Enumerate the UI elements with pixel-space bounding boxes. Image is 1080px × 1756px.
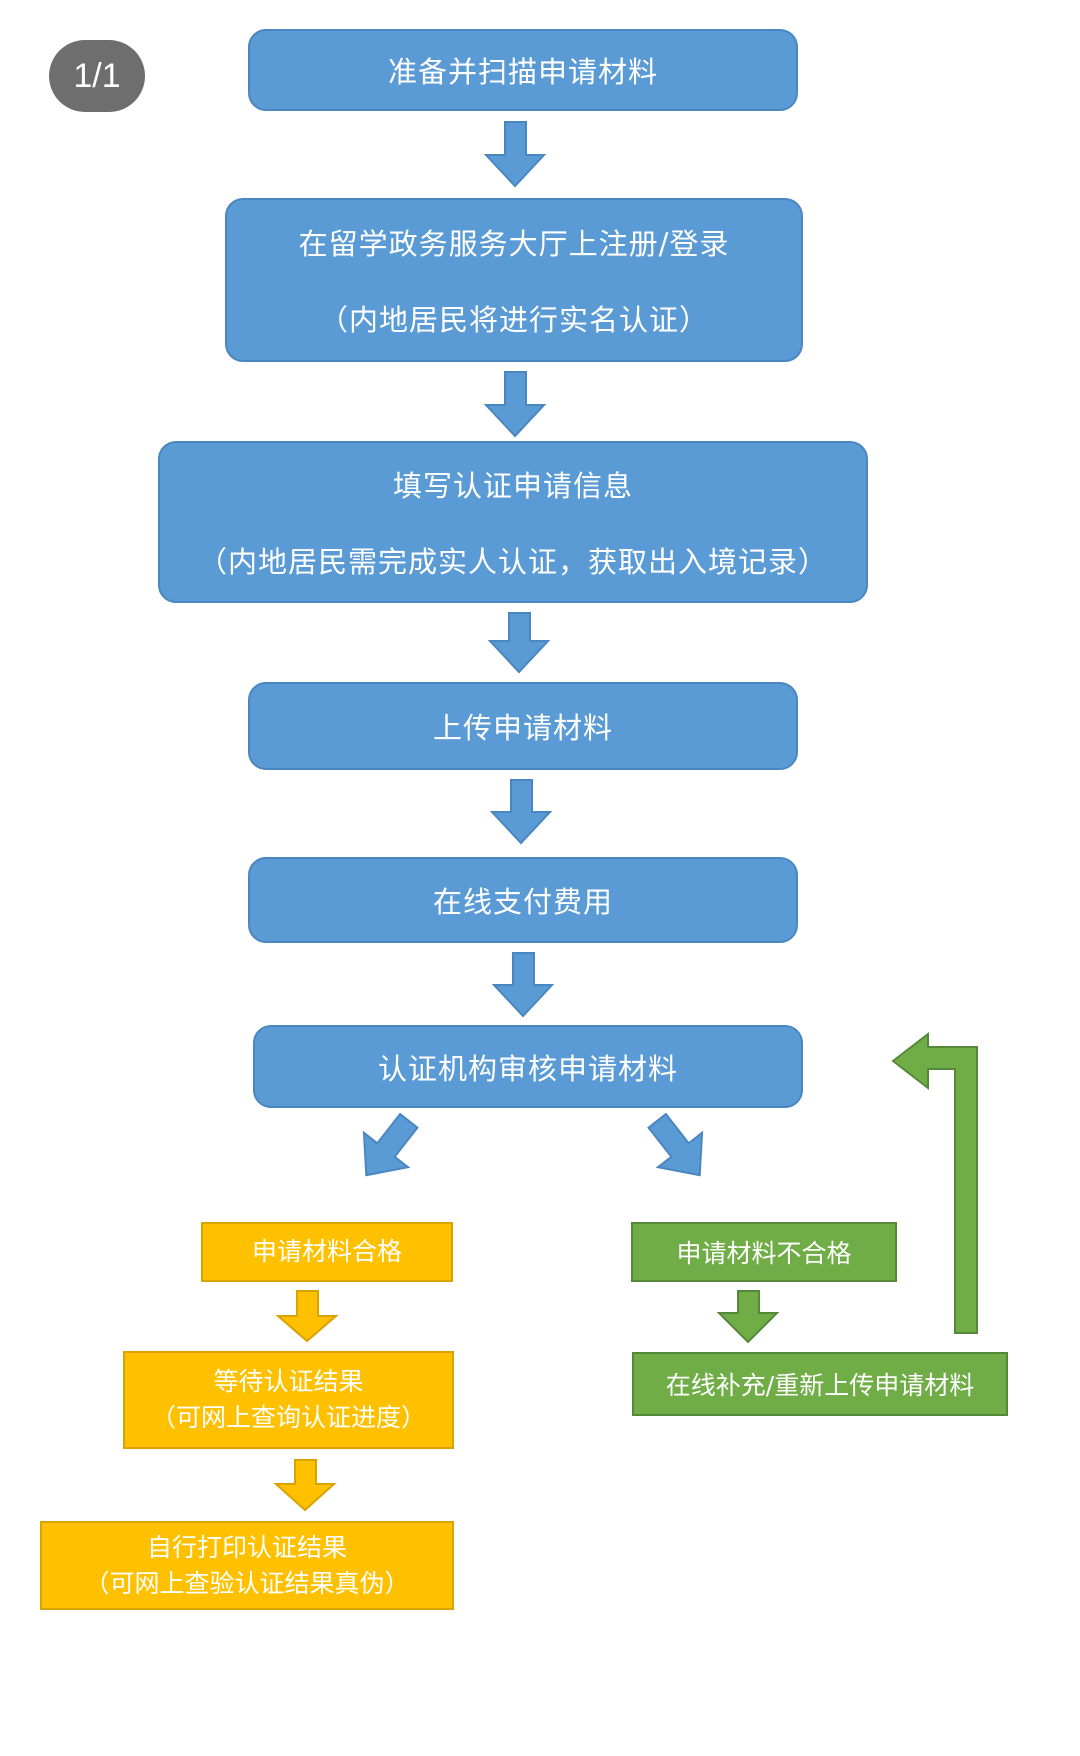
arrow-down-icon — [273, 1459, 337, 1512]
arrow-down-icon — [716, 1290, 780, 1344]
step-fill-info: 填写认证申请信息 （内地居民需完成实人认证，获取出入境记录） — [158, 441, 868, 603]
step-upload-label: 上传申请材料 — [432, 711, 613, 745]
arrow-down-left-icon — [362, 1112, 419, 1177]
qualified-label: 申请材料合格 — [251, 1237, 402, 1266]
step-review-label: 认证机构审核申请材料 — [377, 1051, 678, 1086]
arrow-down-icon — [487, 612, 551, 674]
return-arrow-icon — [891, 1031, 978, 1334]
step-register-login-note: （内地居民将进行实名认证） — [318, 303, 709, 337]
unqualified-label: 申请材料不合格 — [676, 1239, 852, 1268]
wait-result-box: 等待认证结果 （可网上查询认证进度） — [123, 1351, 454, 1449]
unqualified-box: 申请材料不合格 — [631, 1222, 897, 1282]
print-result-note: （可网上查验认证结果真伪） — [84, 1568, 410, 1598]
step-review: 认证机构审核申请材料 — [253, 1025, 803, 1108]
qualified-box: 申请材料合格 — [201, 1222, 453, 1282]
step-pay-label: 在线支付费用 — [432, 885, 613, 919]
resubmit-label: 在线补充/重新上传申请材料 — [665, 1371, 975, 1400]
step-fill-info-note: （内地居民需完成实人认证，获取出入境记录） — [197, 545, 828, 579]
arrow-down-icon — [483, 121, 547, 188]
step-prepare-scan: 准备并扫描申请材料 — [248, 29, 798, 111]
wait-result-label: 等待认证结果 — [213, 1367, 364, 1396]
resubmit-box: 在线补充/重新上传申请材料 — [632, 1352, 1008, 1416]
arrow-down-icon — [489, 779, 553, 845]
step-register-login: 在留学政务服务大厅上注册/登录 （内地居民将进行实名认证） — [225, 198, 803, 362]
step-register-login-label: 在留学政务服务大厅上注册/登录 — [298, 227, 730, 261]
arrow-down-icon — [483, 371, 547, 438]
wait-result-note: （可网上查询认证进度） — [150, 1403, 426, 1432]
arrow-down-right-icon — [647, 1112, 704, 1177]
arrow-down-icon — [275, 1290, 339, 1343]
print-result-label: 自行打印认证结果 — [146, 1532, 347, 1562]
arrow-down-icon — [491, 952, 555, 1018]
step-pay: 在线支付费用 — [248, 857, 798, 943]
print-result-box: 自行打印认证结果 （可网上查验认证结果真伪） — [40, 1521, 454, 1610]
page-indicator-badge: 1/1 — [49, 40, 145, 112]
step-fill-info-label: 填写认证申请信息 — [392, 469, 633, 503]
step-prepare-scan-label: 准备并扫描申请材料 — [387, 55, 658, 89]
step-upload: 上传申请材料 — [248, 682, 798, 770]
